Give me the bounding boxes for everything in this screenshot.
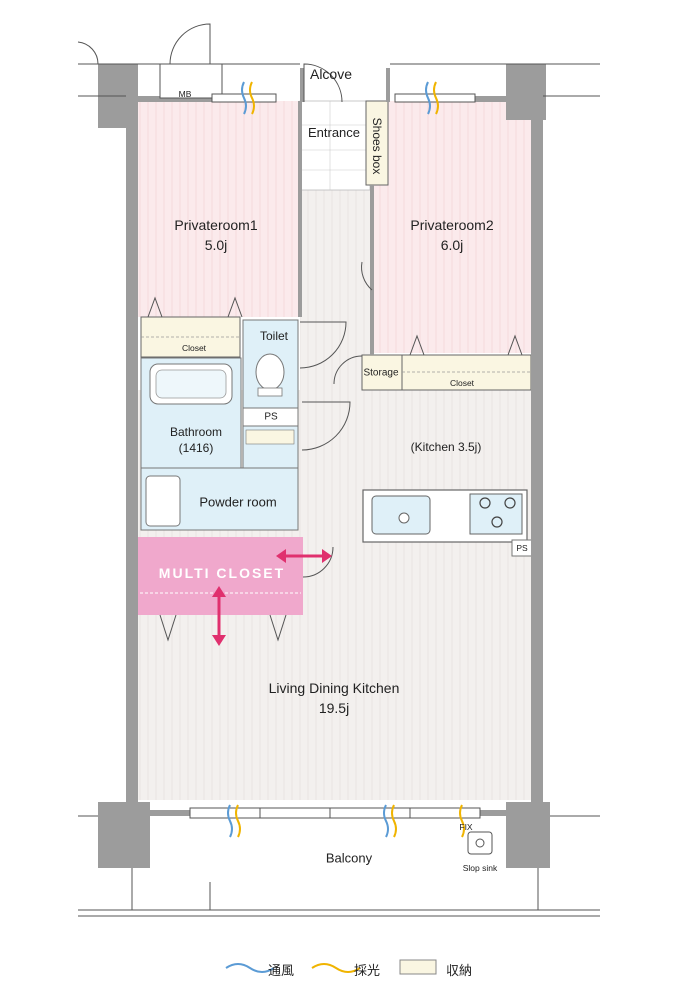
washbasin: [145, 475, 181, 527]
wall-alcove-right: [386, 68, 390, 102]
wall-left: [126, 96, 138, 816]
slop-sink-label: Slop sink: [462, 863, 498, 873]
privateroom1-floor: [138, 101, 300, 317]
ventilation-mark-b2: [383, 804, 389, 838]
door-closet-bottom-1: [159, 614, 177, 642]
column-top-right: [506, 64, 546, 120]
legend-ventilation-label: 通風: [268, 963, 295, 978]
door-private2: [361, 261, 373, 291]
legend-ventilation-swatch: [225, 963, 275, 973]
ps-label-1: PS: [264, 411, 278, 423]
legend-storage-swatch: [399, 959, 437, 975]
door-top-left: [77, 41, 99, 65]
daylight-mark-p2: [433, 81, 439, 115]
door-closet1-1: [147, 296, 163, 318]
storage-label: Storage: [363, 367, 399, 379]
door-toilet: [299, 321, 347, 369]
ldk-name: Living Dining Kitchen: [268, 680, 400, 696]
wall-private1-right: [298, 101, 302, 317]
privateroom1-name: Privateroom1: [174, 217, 258, 233]
door-alcove: [303, 63, 343, 103]
bathroom-name: Bathroom: [169, 425, 223, 439]
wall-alcove-left: [300, 68, 304, 102]
daylight-mark-b3: [459, 804, 465, 838]
door-storage: [333, 355, 363, 385]
closet2-label: Closet: [449, 378, 475, 388]
wall-right: [531, 96, 543, 816]
ldk-size: 19.5j: [318, 700, 350, 716]
door-mb: [169, 23, 211, 65]
slop-sink-basin: [467, 831, 493, 855]
ventilation-mark-p2: [425, 81, 431, 115]
door-closet2-2: [507, 334, 523, 356]
closet2: [401, 354, 532, 391]
door-closet1-2: [227, 296, 243, 318]
ventilation-mark-p1: [241, 81, 247, 115]
legend-daylight-swatch: [311, 963, 361, 973]
entrance-label: Entrance: [307, 125, 361, 140]
privateroom2-size: 6.0j: [440, 237, 464, 253]
closet1-label: Closet: [181, 343, 207, 353]
ps-label-2: PS: [516, 543, 528, 553]
mb-box: [159, 63, 223, 99]
privateroom1-size: 5.0j: [204, 237, 228, 253]
daylight-mark-p1: [249, 81, 255, 115]
column-bottom-right: [506, 802, 550, 868]
door-multicloset: [302, 546, 334, 578]
toilet-label: Toilet: [259, 329, 289, 343]
door-corridor: [301, 401, 351, 451]
shoes-box: [365, 100, 389, 186]
ventilation-mark-b1: [227, 804, 233, 838]
entrance-floor: [299, 100, 371, 191]
mb-label: MB: [178, 89, 192, 99]
kitchen-label: (Kitchen 3.5j): [410, 440, 482, 454]
door-closet-bottom-2: [269, 614, 287, 642]
legend-storage-label: 収納: [446, 963, 473, 978]
privateroom2-floor: [374, 101, 531, 353]
bathroom-size: (1416): [178, 441, 214, 455]
wall-top-left: [126, 96, 222, 102]
wall-private2-left: [370, 185, 374, 355]
door-closet2-1: [409, 334, 425, 356]
multi-closet-label: MULTI CLOSET: [158, 565, 286, 581]
daylight-mark-b2: [391, 804, 397, 838]
daylight-mark-b1: [235, 804, 241, 838]
legend-daylight-label: 採光: [354, 963, 381, 978]
toilet-bowl: [255, 353, 285, 391]
privateroom2-name: Privateroom2: [410, 217, 494, 233]
alcove-label: Alcove: [309, 66, 353, 82]
fix-label: FIX: [459, 822, 473, 832]
column-bottom-left: [98, 802, 150, 868]
balcony-label: Balcony: [325, 850, 373, 866]
window-balcony: [189, 807, 481, 819]
powder-room-label: Powder room: [199, 494, 277, 510]
shoes-box-label: Shoes box: [370, 117, 384, 175]
